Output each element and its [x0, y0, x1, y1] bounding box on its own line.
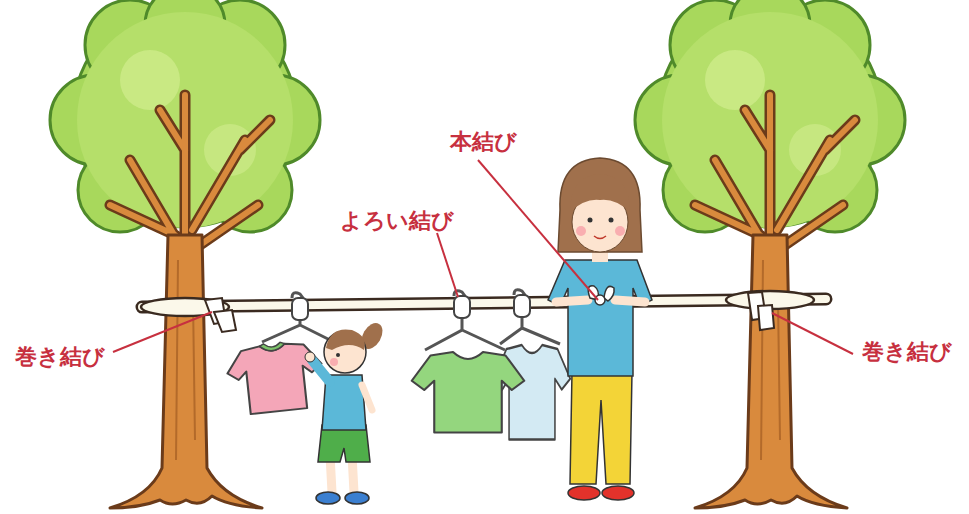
child-figure-part [345, 492, 369, 504]
leader-lines-part [772, 313, 853, 354]
girl-figure-part [588, 218, 593, 223]
green-shirt-part [412, 352, 525, 433]
clove-hitch-knot [205, 292, 774, 332]
clothespins-part [292, 298, 308, 320]
leader-lines-part [478, 160, 598, 300]
child-figure-part [305, 352, 315, 362]
child-figure-part [316, 492, 340, 504]
child-figure-part [362, 385, 372, 410]
girl-figure-part [594, 236, 606, 239]
girl-figure-part [576, 226, 586, 236]
clove-hitch-knot-part [214, 310, 236, 332]
clothes-hangers [262, 290, 560, 350]
clothespins-part [514, 295, 530, 317]
clothespins-part [454, 296, 470, 318]
clothes-hangers-part [425, 291, 505, 350]
child-figure-part [326, 329, 365, 350]
pink-shirt-part [259, 342, 285, 352]
child-figure [305, 319, 387, 504]
girl-figure-part [609, 218, 614, 223]
clove-hitch-knot-part [758, 305, 774, 330]
pink-shirt-part [225, 340, 326, 416]
square-knot [588, 286, 614, 305]
clothespins [292, 295, 530, 320]
girl-figure-part [570, 174, 630, 212]
knot-label: よろい結び [340, 209, 454, 233]
clothesline-rope-part [142, 299, 826, 307]
pink-shirt [225, 338, 326, 416]
right-tree [635, 0, 905, 508]
child-figure-part [330, 358, 338, 366]
leader-lines-part [113, 312, 212, 352]
girl-figure-part [602, 486, 634, 500]
knot-label: 巻き結び [862, 340, 952, 364]
left-tree [50, 0, 320, 508]
girl-figure [548, 158, 652, 500]
leader-lines-part [437, 233, 458, 297]
girl-figure-part [558, 158, 642, 252]
girl-figure-part [570, 372, 632, 484]
leader-lines [113, 160, 853, 354]
child-figure-part [336, 353, 340, 357]
knot-label: 本結び [450, 130, 517, 154]
girl-figure-part [548, 260, 652, 376]
clothes-hangers-part [262, 293, 330, 342]
green-shirt [412, 352, 525, 433]
girl-figure-part [615, 226, 625, 236]
square-knot-part [595, 295, 605, 305]
clothesline-rope-part [142, 299, 826, 307]
clothesline-rope [141, 291, 826, 316]
knot-label: 巻き結び [15, 345, 105, 369]
girl-figure-part [568, 486, 600, 500]
